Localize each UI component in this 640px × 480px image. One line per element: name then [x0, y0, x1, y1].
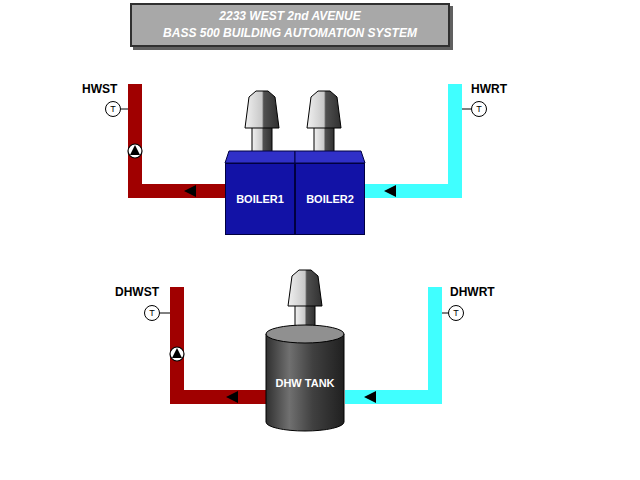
boiler-top [225, 151, 295, 163]
node-text: BASS 500 BUILDING AUTOMATION SYSTEM [163, 25, 417, 42]
boiler-box: BOILER2 [295, 163, 365, 235]
sensor-letter: T [476, 105, 482, 114]
title-box: 2233 WEST 2nd AVENUEBASS 500 BUILDING AU… [130, 3, 450, 47]
flue-stack [307, 91, 341, 154]
pump-symbol [128, 144, 142, 158]
sensor-stub [160, 313, 170, 314]
tank-cylinder [266, 325, 344, 431]
flow-arrow [364, 391, 376, 403]
pump-symbol [170, 347, 184, 361]
flow-arrow [384, 185, 396, 197]
sensor-stub [462, 109, 471, 110]
temperature-sensor: T [105, 101, 121, 117]
node-text: BOILER2 [306, 193, 354, 205]
node-text: BOILER1 [236, 193, 284, 205]
flue-stack [245, 91, 279, 154]
sensor-letter: T [110, 105, 116, 114]
point-label: HWRT [471, 82, 507, 96]
return-pipe [365, 84, 455, 191]
temperature-sensor: T [471, 101, 487, 117]
flue-stack [288, 270, 322, 326]
dhw-tank: DHW TANK [268, 352, 342, 414]
temperature-sensor: T [448, 305, 464, 321]
flow-arrow [184, 185, 196, 197]
temperature-sensor: T [144, 305, 160, 321]
node-text: 2233 WEST 2nd AVENUE [219, 8, 360, 25]
supply-pipe [177, 287, 268, 397]
sensor-letter: T [149, 309, 155, 318]
node-text: DHW TANK [275, 377, 334, 390]
sensor-stub [121, 109, 128, 110]
boiler-top [295, 151, 365, 163]
supply-pipe [135, 84, 228, 191]
boiler-box: BOILER1 [225, 163, 295, 235]
sensor-letter: T [453, 309, 459, 318]
flow-arrow [226, 391, 238, 403]
point-label: DHWST [115, 285, 159, 299]
return-pipe [345, 287, 435, 397]
point-label: HWST [82, 82, 117, 96]
point-label: DHWRT [450, 285, 495, 299]
